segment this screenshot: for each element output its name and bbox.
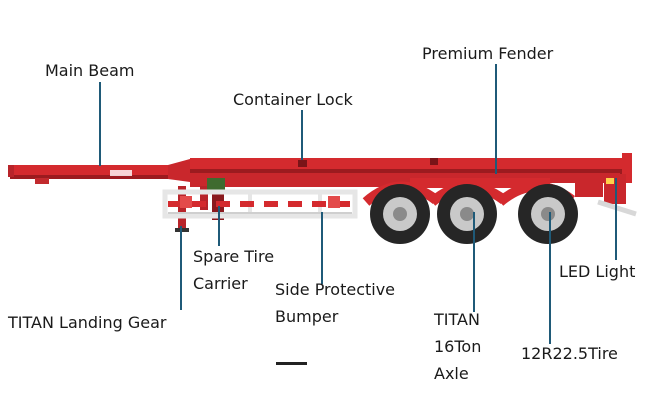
label-container-lock: Container Lock [233, 90, 353, 109]
label-spare-tire-line2: Carrier [193, 274, 248, 293]
label-landing-gear: TITAN Landing Gear [8, 313, 167, 332]
wheels [370, 184, 578, 244]
label-axle-line3: Axle [434, 364, 469, 383]
label-side-bumper-line1: Side Protective [275, 280, 396, 299]
label-main-beam: Main Beam [45, 61, 135, 80]
label-side-bumper-line2: Bumper [275, 307, 339, 326]
side-bumper [162, 189, 358, 219]
label-spare-tire-line1: Spare Tire [193, 247, 275, 266]
wheel-2 [437, 184, 497, 244]
wheel-3 [518, 184, 578, 244]
label-led-light: LED Light [559, 262, 636, 281]
leader-lines [99, 64, 617, 344]
label-tire: 12R22.5Tire [521, 344, 618, 363]
label-axle-line2: 16Ton [434, 337, 482, 356]
gooseneck [8, 159, 190, 184]
label-axle-line1: TITAN [434, 310, 480, 329]
separator-dash [276, 362, 307, 365]
wheel-1 [370, 184, 430, 244]
label-premium-fender: Premium Fender [422, 44, 554, 63]
